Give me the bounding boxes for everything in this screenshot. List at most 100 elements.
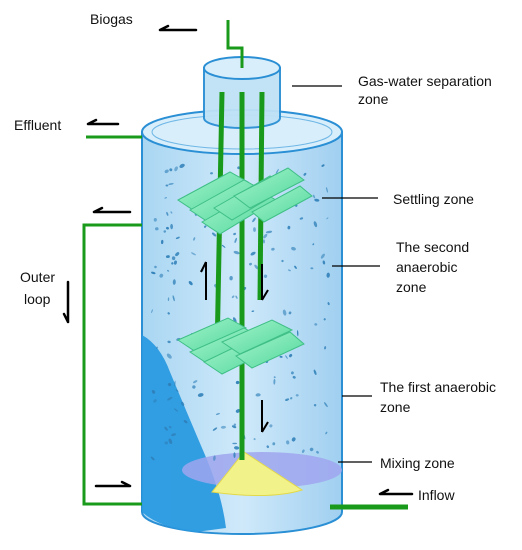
sludge-particle <box>323 318 326 321</box>
sludge-particle <box>164 426 168 431</box>
sludge-particle <box>233 452 236 458</box>
sludge-particle <box>174 166 178 172</box>
sludge-particle <box>273 378 276 385</box>
sludge-particle <box>235 409 241 413</box>
sludge-particle <box>253 438 256 441</box>
sludge-particle <box>168 182 174 186</box>
sludge-particle <box>155 346 159 349</box>
sludge-particle <box>272 442 276 446</box>
sludge-particle <box>167 382 172 387</box>
sludge-particle <box>215 412 220 416</box>
sludge-particle <box>167 312 170 315</box>
sludge-particle <box>163 230 167 233</box>
sludge-particle <box>213 455 216 461</box>
sludge-particle <box>233 232 237 236</box>
sludge-particle <box>235 295 238 299</box>
sludge-particle <box>316 450 319 454</box>
sludge-particle <box>168 425 172 429</box>
biogas-arrow <box>158 24 198 32</box>
sludge-particle <box>281 259 284 263</box>
sludge-particle <box>171 433 177 437</box>
sludge-particle <box>160 239 164 245</box>
up-arrow-left <box>200 261 207 300</box>
sludge-particle <box>325 431 328 435</box>
sludge-particle <box>287 225 291 230</box>
lower-baffles <box>176 317 305 375</box>
sludge-particle <box>173 260 177 265</box>
sludge-particle <box>250 251 256 256</box>
sludge-particle <box>327 302 330 306</box>
sludge-particle <box>170 211 173 214</box>
outside-arrows <box>62 24 414 496</box>
sludge-particle <box>159 273 164 278</box>
sludge-particle <box>181 401 185 406</box>
sludge-region <box>142 335 226 532</box>
sludge-particle <box>263 274 268 278</box>
effluent-arrow <box>86 118 120 126</box>
outer-loop-side-arrow <box>62 280 70 324</box>
sludge-particle <box>323 402 328 408</box>
sludge-particle <box>175 236 180 240</box>
sludge-particle <box>168 438 173 445</box>
sludge-particle <box>164 169 169 174</box>
sludge-particle <box>164 197 168 199</box>
sludge-particle <box>303 172 307 176</box>
sludge-particle <box>233 250 240 255</box>
label-second-anaerobic-line2: anaerobic <box>396 259 458 275</box>
sludge-particle <box>192 385 196 389</box>
sludge-particle <box>169 168 173 172</box>
sludge-particle <box>282 309 287 316</box>
sludge-particle <box>310 267 314 270</box>
sludge-particle <box>154 265 157 269</box>
sludge-particle <box>193 237 196 241</box>
sludge-particle <box>289 397 293 400</box>
sludge-particle <box>291 246 296 251</box>
sludge-particle <box>291 437 296 442</box>
sludge-particle <box>165 184 169 187</box>
label-first-anaerobic-line2: zone <box>380 399 411 415</box>
sludge-particle <box>269 424 273 428</box>
sludge-particle <box>279 355 283 358</box>
sludge-particle <box>232 317 237 323</box>
sludge-particle <box>292 375 296 379</box>
internal-flow-arrows <box>200 261 269 433</box>
sludge-particle <box>314 323 318 326</box>
label-outer-loop-line1: Outer <box>20 269 56 285</box>
sludge-particle <box>153 399 157 403</box>
label-gas-water-separation-line1: Gas-water separation <box>358 73 492 89</box>
sludge-particle <box>151 390 156 394</box>
sludge-particle <box>285 398 290 401</box>
label-biogas: Biogas <box>90 11 133 27</box>
sludge-particle <box>229 276 233 281</box>
sludge-particle <box>254 264 259 270</box>
sludge-particle <box>151 271 156 275</box>
sludge-particle <box>175 389 179 392</box>
down-arrow-lower <box>261 400 269 433</box>
upper-baffles <box>177 167 313 235</box>
sludge-particle <box>313 369 317 376</box>
sludge-particle <box>294 265 297 269</box>
outer-loop-top-arrow <box>92 206 132 214</box>
sludge-particle <box>151 309 153 314</box>
sludge-particle <box>164 441 168 445</box>
sludge-particle <box>312 243 315 246</box>
sludge-particle <box>231 295 235 299</box>
sludge-particle <box>290 371 294 375</box>
sludge-particle <box>313 403 317 407</box>
sludge-particle <box>211 232 217 237</box>
sludge-particle <box>170 223 174 230</box>
sludge-particle <box>321 164 325 167</box>
sludge-particle <box>299 217 304 220</box>
label-second-anaerobic-line1: The second <box>396 239 470 255</box>
sludge-particle <box>171 262 174 265</box>
sludge-particle <box>273 376 276 379</box>
label-effluent: Effluent <box>14 117 62 133</box>
sludge-particle <box>203 225 207 228</box>
sludge-particle <box>320 253 325 259</box>
sludge-particle <box>167 340 171 344</box>
sludge-particle <box>166 269 170 272</box>
sludge-particle <box>193 380 198 384</box>
outer-loop-pipe <box>82 223 142 506</box>
sludge-particle <box>235 380 240 385</box>
sludge-particle <box>296 330 299 337</box>
